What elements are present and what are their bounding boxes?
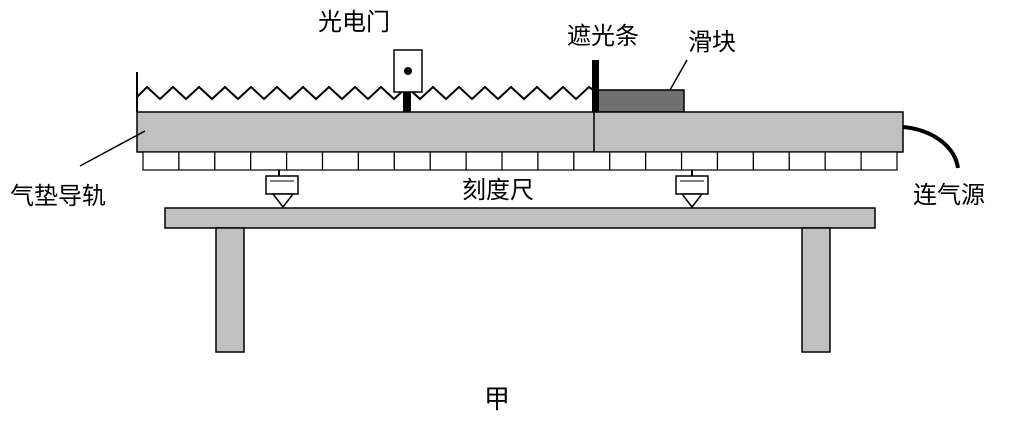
label-slider: 滑块 bbox=[688, 28, 736, 56]
scale-cell bbox=[537, 151, 575, 171]
air-source-tube bbox=[902, 125, 960, 169]
scale-cell bbox=[645, 151, 683, 171]
air-track-rail bbox=[136, 111, 904, 153]
label-photogate: 光电门 bbox=[318, 8, 390, 36]
label-air-track: 气垫导轨 bbox=[10, 182, 106, 210]
table-leg-right bbox=[801, 227, 831, 353]
table-top bbox=[164, 207, 876, 229]
slider-block bbox=[597, 89, 685, 113]
scale-cell bbox=[788, 151, 826, 171]
label-scale: 刻度尺 bbox=[462, 176, 534, 204]
scale-cell bbox=[321, 151, 360, 171]
leader-air-track bbox=[79, 130, 146, 167]
rail-foot-left bbox=[265, 170, 299, 209]
photogate-stand bbox=[403, 92, 411, 112]
scale-cell bbox=[465, 151, 503, 171]
scale-cell bbox=[680, 151, 719, 171]
scale-cell bbox=[824, 151, 862, 171]
scale-cell bbox=[286, 151, 324, 171]
scale-cell bbox=[250, 151, 288, 171]
scale-cell bbox=[214, 151, 252, 171]
scale-cell bbox=[860, 151, 898, 171]
scale-cell bbox=[357, 151, 395, 171]
zigzag-tape bbox=[136, 85, 597, 101]
scale-cell bbox=[609, 151, 647, 171]
scale-cell bbox=[573, 151, 611, 171]
rail-foot-right bbox=[675, 170, 709, 209]
leader-slider bbox=[669, 59, 688, 91]
shading-strip-icon bbox=[592, 60, 599, 112]
scale-ruler bbox=[142, 151, 898, 171]
photogate-sensor-dot bbox=[404, 67, 412, 75]
scale-cell bbox=[178, 151, 216, 171]
scale-cell bbox=[393, 151, 431, 171]
scale-cell bbox=[716, 151, 754, 171]
label-air-source: 连气源 bbox=[913, 181, 985, 209]
scale-cell bbox=[501, 151, 539, 171]
table-leg-left bbox=[215, 227, 245, 353]
scale-cell bbox=[142, 151, 180, 171]
scale-cell bbox=[752, 151, 790, 171]
scale-cell bbox=[429, 151, 467, 171]
label-shading-strip: 遮光条 bbox=[567, 22, 639, 50]
figure-caption: 甲 bbox=[484, 385, 510, 415]
